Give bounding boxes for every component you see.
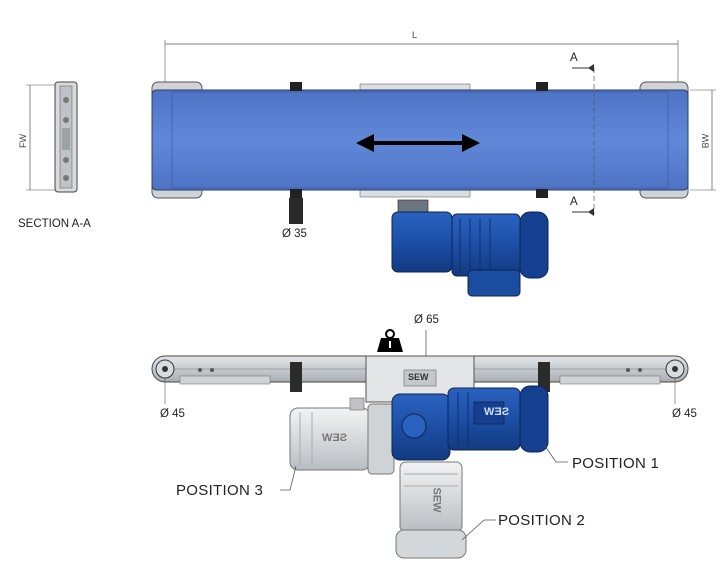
diameter-65-label: Ø 65 — [414, 314, 439, 326]
section-a-a-view — [26, 81, 78, 193]
section-mark-bottom: A — [570, 196, 578, 208]
brand-mark-pos1: SEW — [484, 406, 510, 418]
position-3-motor — [289, 397, 395, 475]
belt-width-label: BW — [700, 133, 711, 149]
section-label: SECTION A-A — [18, 218, 91, 230]
position-1-label: POSITION 1 — [572, 455, 660, 472]
brand-mark-plate: SEW — [408, 372, 429, 382]
section-mark-top: A — [570, 52, 578, 64]
brand-mark-pos3: SEW — [322, 432, 348, 444]
weight-icon — [377, 329, 403, 352]
top-view — [151, 40, 716, 297]
double-arrow-icon — [356, 134, 480, 152]
position-3-label: POSITION 3 — [176, 482, 264, 499]
diameter-35-label: Ø 35 — [282, 228, 307, 240]
position-2-motor — [395, 461, 467, 559]
brand-mark-pos2: SEW — [430, 487, 443, 513]
diameter-45-right-label: Ø 45 — [672, 408, 697, 420]
frame-width-label: FW — [18, 134, 28, 148]
length-label: L — [412, 30, 418, 40]
position-2-label: POSITION 2 — [498, 512, 586, 529]
top-gearmotor — [391, 199, 549, 297]
diameter-45-left-label: Ø 45 — [160, 408, 185, 420]
position-1-motor — [391, 385, 549, 461]
side-view — [151, 329, 689, 559]
